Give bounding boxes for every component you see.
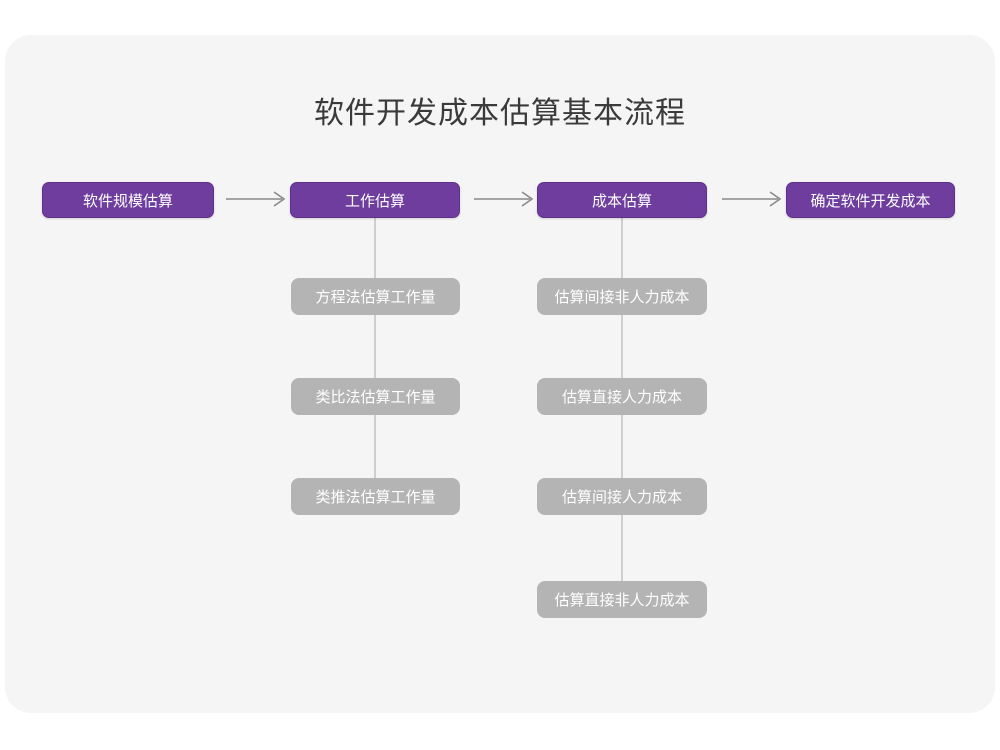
diagram-card [5, 35, 995, 713]
branch-node-direct-nonlabor-cost[interactable]: 估算直接非人力成本 [537, 581, 707, 618]
connector-line-cost-to-branch [621, 217, 623, 279]
branch-node-indirect-nonlabor-cost[interactable]: 估算间接非人力成本 [537, 278, 707, 315]
page-title: 软件开发成本估算基本流程 [314, 97, 686, 130]
connector-line-left-2 [374, 415, 376, 479]
branch-node-analogy-method-workload[interactable]: 类比法估算工作量 [291, 378, 460, 415]
connector-line-right-3 [621, 515, 623, 581]
connector-line-right-2 [621, 415, 623, 479]
branch-node-equation-method-workload[interactable]: 方程法估算工作量 [291, 278, 460, 315]
branch-node-indirect-labor-cost[interactable]: 估算间接人力成本 [537, 478, 707, 515]
arrow-3-icon [720, 188, 786, 210]
step-node-work-estimation[interactable]: 工作估算 [290, 182, 460, 218]
step-node-cost-estimation[interactable]: 成本估算 [537, 182, 707, 218]
connector-line-right-1 [621, 315, 623, 379]
connector-line-left-1 [374, 315, 376, 379]
branch-node-direct-labor-cost[interactable]: 估算直接人力成本 [537, 378, 707, 415]
arrow-2-icon [472, 188, 538, 210]
step-node-software-scale-estimation[interactable]: 软件规模估算 [42, 182, 214, 218]
step-node-determine-development-cost[interactable]: 确定软件开发成本 [786, 182, 955, 218]
branch-node-inference-method-workload[interactable]: 类推法估算工作量 [291, 478, 460, 515]
connector-line-work-to-branch [374, 217, 376, 279]
arrow-1-icon [224, 188, 290, 210]
